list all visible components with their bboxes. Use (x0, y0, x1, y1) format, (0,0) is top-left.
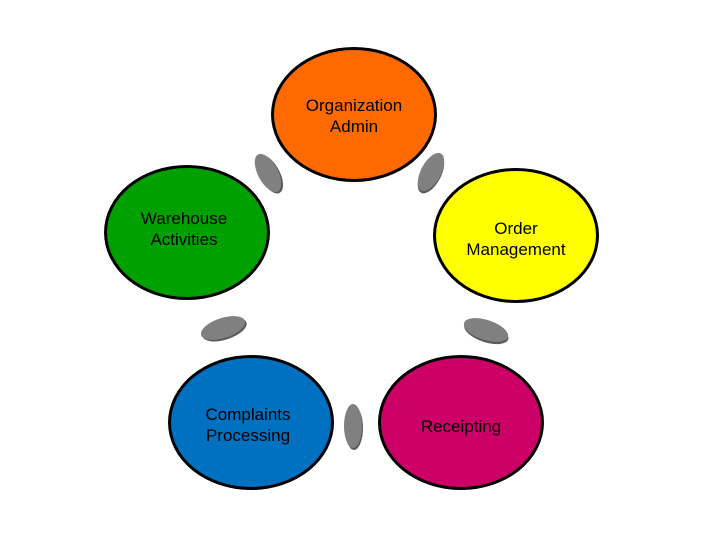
node-order-management: Order Management (433, 168, 599, 303)
connector-complaints-warehouse (198, 311, 248, 345)
node-receipting: Receipting (378, 355, 544, 490)
node-label-warehouse-activities: Warehouse Activities (140, 209, 228, 249)
node-warehouse-activities: Warehouse Activities (104, 165, 270, 300)
node-label-receipting: Receipting (420, 417, 502, 436)
connector-order-receipting (461, 313, 511, 347)
node-organization-admin: Organization Admin (271, 47, 437, 182)
connector-receipting-complaints (344, 404, 362, 448)
node-label-order-management: Order Management (466, 219, 566, 259)
connector-org-warehouse (249, 149, 287, 197)
node-complaints-processing: Complaints Processing (168, 355, 334, 490)
node-label-complaints-processing: Complaints Processing (205, 405, 291, 445)
node-label-organization-admin: Organization Admin (305, 96, 403, 136)
